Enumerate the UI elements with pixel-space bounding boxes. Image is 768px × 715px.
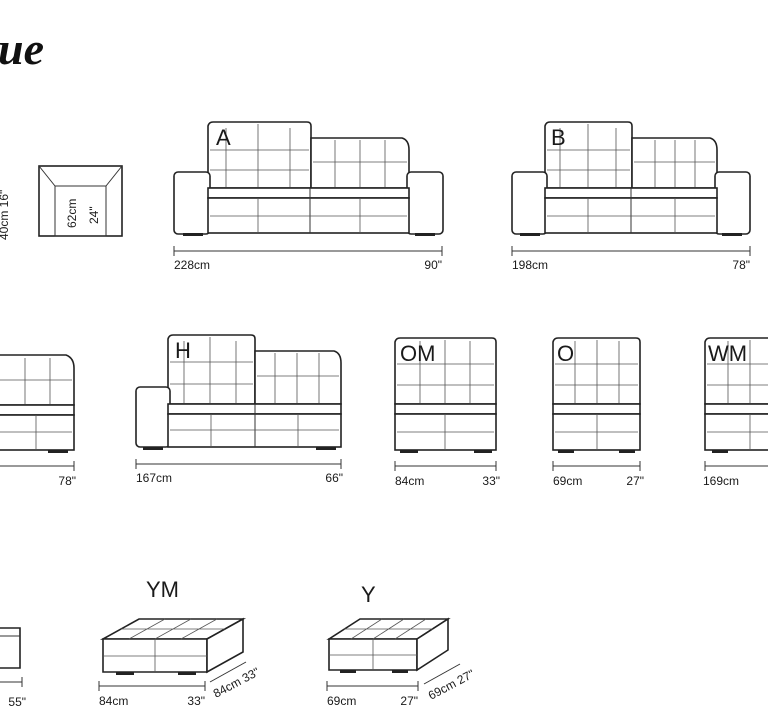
ottoman-ym-code: YM bbox=[146, 577, 179, 602]
piece-om-width-cm: 84cm bbox=[395, 474, 424, 488]
piece-h-width-in: 66" bbox=[325, 471, 343, 485]
piece-b-width-cm: 198cm bbox=[512, 258, 548, 272]
sofa-piece-om: OM 84cm 33" bbox=[394, 337, 500, 488]
armrest-panel: 62cm 24" bbox=[38, 165, 123, 237]
piece-a-width-cm: 228cm bbox=[174, 258, 210, 272]
ottoman-ym-width-cm: 84cm bbox=[99, 694, 128, 708]
piece-om-code: OM bbox=[400, 341, 435, 366]
piece-o-width-cm: 69cm bbox=[553, 474, 582, 488]
sofa-piece-partial-left: 78" bbox=[0, 354, 76, 488]
piece-h-width-cm: 167cm bbox=[136, 471, 172, 485]
piece-b-code: B bbox=[551, 125, 566, 150]
piece-o-code: O bbox=[557, 341, 574, 366]
ottoman-y-code: Y bbox=[361, 582, 376, 607]
ottoman-ym: YM 84cm 33" 84cm 33" bbox=[98, 577, 262, 708]
ottoman-y-width-cm: 69cm bbox=[327, 694, 356, 708]
ottoman-ym-width-in: 33" bbox=[187, 694, 205, 708]
partial-ottoman-width-in: 55" bbox=[8, 695, 26, 709]
piece-wm-width-cm: 169cm bbox=[703, 474, 739, 488]
sofa-piece-h: H 167cm 66" bbox=[135, 334, 343, 485]
ottoman-y-depth: 69cm 27" bbox=[426, 667, 477, 703]
sofa-piece-b: B 198cm 78" bbox=[511, 121, 751, 272]
piece-b-width-in: 78" bbox=[732, 258, 750, 272]
piece-o-width-in: 27" bbox=[626, 474, 644, 488]
piece-h-code: H bbox=[175, 338, 191, 363]
ottoman-y: Y 69cm 27" 69cm 27" bbox=[326, 582, 477, 708]
armrest-side-label: 40cm 16" bbox=[0, 190, 11, 240]
piece-wm-code: WM bbox=[708, 341, 747, 366]
brand-logo-text: ue bbox=[0, 23, 44, 74]
sofa-piece-wm: WM 169cm bbox=[703, 337, 768, 488]
ottoman-partial-left: 55" bbox=[0, 627, 26, 709]
armrest-height-cm: 62cm bbox=[65, 199, 79, 228]
armrest-height-in: 24" bbox=[87, 206, 101, 224]
piece-a-width-in: 90" bbox=[424, 258, 442, 272]
ottoman-ym-depth: 84cm 33" bbox=[211, 665, 262, 701]
partial-left-width-in: 78" bbox=[58, 474, 76, 488]
sofa-piece-o: O 69cm 27" bbox=[552, 337, 644, 488]
piece-a-code: A bbox=[216, 125, 231, 150]
ottoman-y-width-in: 27" bbox=[400, 694, 418, 708]
sofa-piece-a: A 228cm 90" bbox=[173, 121, 444, 272]
piece-om-width-in: 33" bbox=[482, 474, 500, 488]
